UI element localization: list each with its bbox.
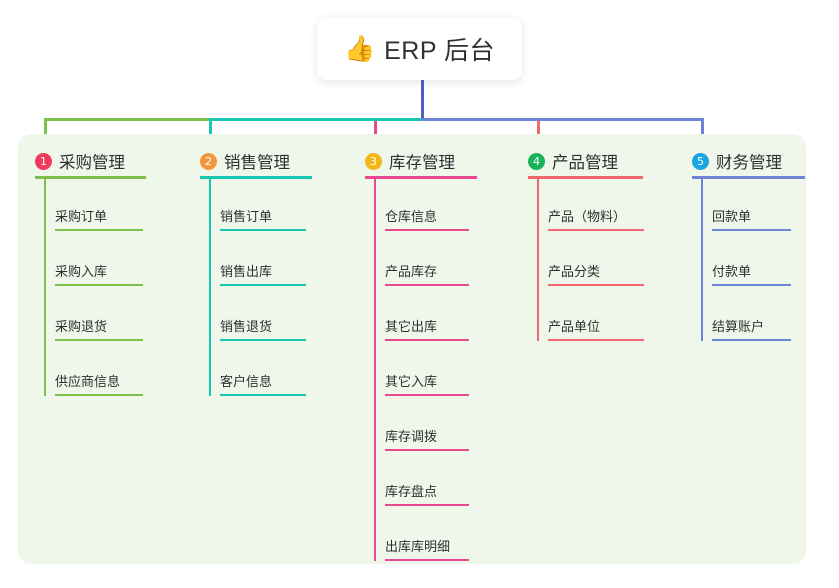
leaf-underline xyxy=(385,559,469,561)
leaf-item-label: 销售退货 xyxy=(220,319,273,334)
connector-bar-segment-1 xyxy=(44,118,209,121)
category-header-4[interactable]: 4 产品管理 xyxy=(528,148,618,174)
root-node[interactable]: 👍 ERP 后台 xyxy=(317,18,522,80)
category-label: 库存管理 xyxy=(389,154,455,172)
leaf-underline xyxy=(385,284,469,286)
leaf-item-label: 其它出库 xyxy=(385,319,438,334)
root-node-content: 👍 ERP 后台 xyxy=(344,31,495,67)
leaf-item[interactable]: 产品分类 xyxy=(548,260,644,286)
category-label: 产品管理 xyxy=(552,154,618,172)
connector-bar-segment-2 xyxy=(209,118,424,121)
category-underline xyxy=(35,176,146,179)
branch-spine xyxy=(44,176,46,396)
category-label: 销售管理 xyxy=(224,154,290,172)
leaf-underline xyxy=(220,229,306,231)
category-underline xyxy=(528,176,643,179)
category-label: 采购管理 xyxy=(59,154,125,172)
branch-spine xyxy=(209,176,211,396)
leaf-item-label: 产品（物料） xyxy=(548,209,627,224)
leaf-item[interactable]: 销售出库 xyxy=(220,260,306,286)
leaf-item-label: 销售出库 xyxy=(220,264,273,279)
connector-bar-segment-3 xyxy=(421,118,704,121)
leaf-item-label: 供应商信息 xyxy=(55,374,121,389)
leaf-item-label: 客户信息 xyxy=(220,374,273,389)
leaf-item[interactable]: 采购退货 xyxy=(55,315,143,341)
category-label: 财务管理 xyxy=(716,154,782,172)
leaf-item-label: 仓库信息 xyxy=(385,209,438,224)
leaf-underline xyxy=(385,229,469,231)
leaf-underline xyxy=(55,284,143,286)
leaf-item[interactable]: 结算账户 xyxy=(712,315,791,341)
leaf-item[interactable]: 采购入库 xyxy=(55,260,143,286)
leaf-item-label: 库存盘点 xyxy=(385,484,438,499)
thumbs-up-icon: 👍 xyxy=(343,34,376,63)
category-header-3[interactable]: 3 库存管理 xyxy=(365,148,455,174)
leaf-underline xyxy=(385,449,469,451)
category-underline xyxy=(200,176,312,179)
root-node-title: ERP 后台 xyxy=(384,37,496,65)
leaf-item-label: 采购退货 xyxy=(55,319,108,334)
leaf-item[interactable]: 销售退货 xyxy=(220,315,306,341)
category-header-5[interactable]: 5 财务管理 xyxy=(692,148,782,174)
leaf-item-label: 采购入库 xyxy=(55,264,108,279)
leaf-item[interactable]: 产品（物料） xyxy=(548,205,644,231)
leaf-underline xyxy=(385,394,469,396)
leaf-item[interactable]: 产品单位 xyxy=(548,315,644,341)
category-header-2[interactable]: 2 销售管理 xyxy=(200,148,290,174)
leaf-item[interactable]: 库存盘点 xyxy=(385,480,469,506)
leaf-underline xyxy=(55,339,143,341)
leaf-item-label: 其它入库 xyxy=(385,374,438,389)
category-number-badge: 5 xyxy=(692,152,709,170)
leaf-underline xyxy=(220,339,306,341)
leaf-item[interactable]: 采购订单 xyxy=(55,205,143,231)
connector-root-stem xyxy=(421,80,424,121)
leaf-underline xyxy=(712,339,791,341)
leaf-item-label: 销售订单 xyxy=(220,209,273,224)
leaf-underline xyxy=(220,284,306,286)
category-header-1[interactable]: 1 采购管理 xyxy=(35,148,125,174)
leaf-underline xyxy=(385,339,469,341)
branch-spine xyxy=(701,176,703,341)
leaf-item-label: 产品分类 xyxy=(548,264,601,279)
leaf-underline xyxy=(548,284,644,286)
leaf-underline xyxy=(548,339,644,341)
category-number-badge: 3 xyxy=(365,152,382,170)
category-underline xyxy=(365,176,477,179)
branch-panel xyxy=(18,134,806,564)
leaf-item-label: 回款单 xyxy=(712,209,752,224)
leaf-item-label: 产品单位 xyxy=(548,319,601,334)
leaf-underline xyxy=(220,394,306,396)
leaf-item[interactable]: 客户信息 xyxy=(220,370,306,396)
leaf-item-label: 出库库明细 xyxy=(385,539,451,554)
leaf-item[interactable]: 供应商信息 xyxy=(55,370,143,396)
leaf-item-label: 付款单 xyxy=(712,264,752,279)
leaf-item-label: 产品库存 xyxy=(385,264,438,279)
leaf-underline xyxy=(712,284,791,286)
leaf-underline xyxy=(548,229,644,231)
category-underline xyxy=(692,176,805,179)
leaf-item[interactable]: 其它入库 xyxy=(385,370,469,396)
leaf-item[interactable]: 其它出库 xyxy=(385,315,469,341)
leaf-underline xyxy=(385,504,469,506)
branch-spine xyxy=(374,176,376,561)
leaf-item[interactable]: 销售订单 xyxy=(220,205,306,231)
leaf-item[interactable]: 回款单 xyxy=(712,205,791,231)
leaf-item[interactable]: 出库库明细 xyxy=(385,535,469,561)
leaf-underline xyxy=(55,394,143,396)
leaf-item-label: 结算账户 xyxy=(712,319,765,334)
category-number-badge: 4 xyxy=(528,152,545,170)
category-number-badge: 2 xyxy=(200,152,217,170)
leaf-item[interactable]: 仓库信息 xyxy=(385,205,469,231)
leaf-item-label: 采购订单 xyxy=(55,209,108,224)
leaf-item[interactable]: 产品库存 xyxy=(385,260,469,286)
branch-spine xyxy=(537,176,539,341)
leaf-underline xyxy=(55,229,143,231)
leaf-item[interactable]: 付款单 xyxy=(712,260,791,286)
leaf-item[interactable]: 库存调拨 xyxy=(385,425,469,451)
category-number-badge: 1 xyxy=(35,152,52,170)
leaf-underline xyxy=(712,229,791,231)
leaf-item-label: 库存调拨 xyxy=(385,429,438,444)
